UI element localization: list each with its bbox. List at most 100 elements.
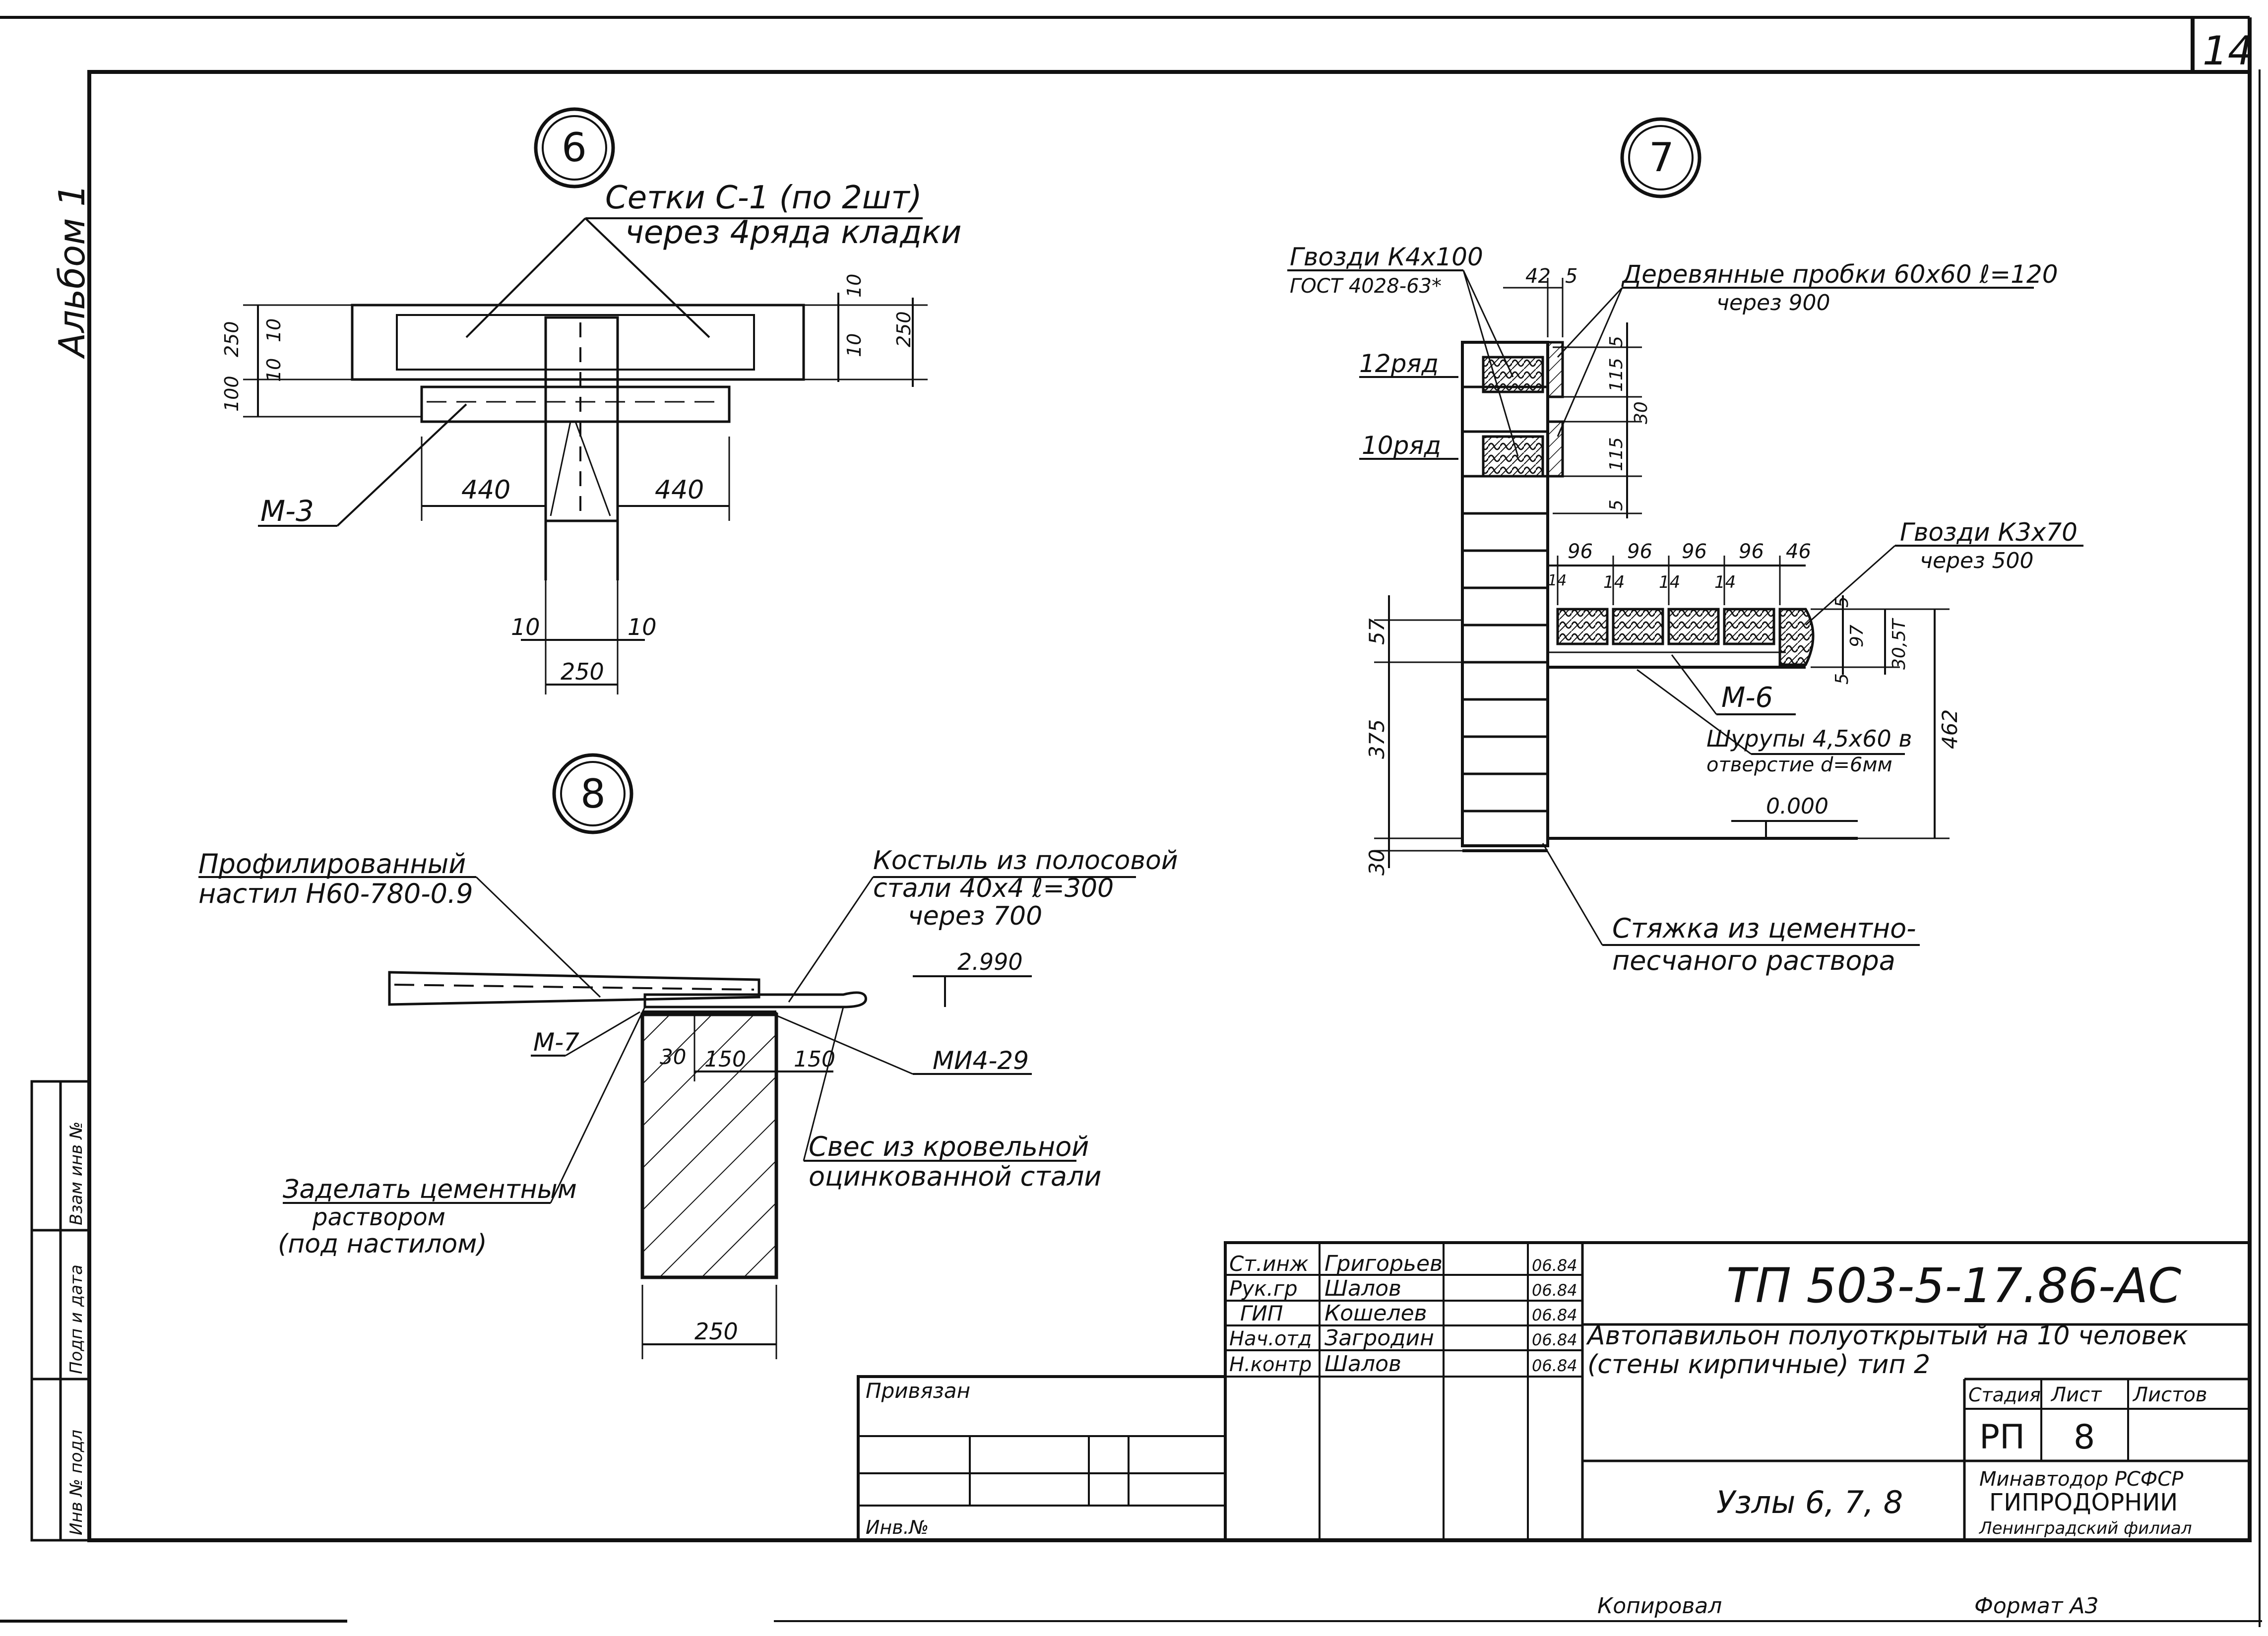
sheet-value: 8 bbox=[2074, 1418, 2095, 1457]
staff-date-2: 06.84 bbox=[1532, 1306, 1577, 1324]
title-block bbox=[857, 1241, 2251, 1542]
node-7-dim-96b: 96 bbox=[1627, 540, 1652, 563]
org-2: ГИПРОДОРНИИ bbox=[1989, 1489, 2178, 1516]
node-7-dim-96d: 96 bbox=[1739, 540, 1764, 563]
node-7-part: М-6 bbox=[1721, 682, 1773, 714]
staff-date-3: 06.84 bbox=[1532, 1330, 1577, 1349]
staff-role-3: Нач.отд bbox=[1229, 1327, 1312, 1350]
node-7-dim-14d: 14 bbox=[1714, 572, 1736, 592]
node-6-dim-250: 250 bbox=[561, 658, 604, 685]
node-6-dim-r10a: 10 bbox=[843, 274, 865, 298]
node-8-crutch-b: стали 40х4 ℓ=300 bbox=[873, 874, 1114, 903]
project-desc-1: Автопавильон полуоткрытый на 10 человек bbox=[1586, 1321, 2188, 1351]
node-6-dim-r10b: 10 bbox=[843, 333, 865, 357]
project-desc-2: (стены кирпичные) тип 2 bbox=[1587, 1350, 1930, 1380]
node-6-dim-440a: 440 bbox=[461, 475, 510, 505]
node-7-dim-42: 42 bbox=[1525, 265, 1551, 288]
node-8-crutch-c: через 700 bbox=[908, 901, 1042, 931]
node-7-dim-14c: 14 bbox=[1659, 572, 1680, 592]
node-7-dim-l57: 57 bbox=[1365, 618, 1389, 645]
node-8-crutch-a: Костыль из полосовой bbox=[873, 846, 1178, 876]
node-8-seal-a: Заделать цементным bbox=[283, 1175, 577, 1204]
staff-name-3: Загродин bbox=[1324, 1325, 1434, 1351]
staff-name-1: Шалов bbox=[1324, 1276, 1401, 1301]
stamp-row-2: Подп и дата bbox=[66, 1264, 86, 1374]
node-7-dim-v30: 30,5Т bbox=[1889, 618, 1909, 670]
node-7-screws-b: отверстие d=6мм bbox=[1706, 754, 1892, 776]
node-7-plugs-a: Деревянные пробки 60х60 ℓ=120 bbox=[1621, 260, 2058, 289]
node-7-dim-96c: 96 bbox=[1682, 540, 1707, 563]
node-6-part: М-3 bbox=[260, 494, 314, 528]
node-8-dim-250: 250 bbox=[694, 1318, 738, 1345]
node-6-dim-l250: 250 bbox=[221, 321, 243, 357]
node-7-dim-v5b: 5 bbox=[1832, 673, 1852, 685]
node-7-dim-l30: 30 bbox=[1365, 849, 1389, 876]
sheet-label: Лист bbox=[2050, 1384, 2102, 1406]
node-6-dim-440b: 440 bbox=[655, 475, 704, 505]
node-7-plugs-b: через 900 bbox=[1716, 290, 1830, 315]
node-7-dim-14a: 14 bbox=[1548, 572, 1567, 589]
node-7-dim-v97: 97 bbox=[1847, 625, 1867, 647]
node-6-dim-10a: 10 bbox=[511, 614, 540, 640]
node-6-mesh-label-1: Сетки С-1 (по 2шт) bbox=[605, 180, 922, 216]
node-7-screed-b: песчаного раствора bbox=[1612, 945, 1895, 976]
staff-role-1: Рук.гр bbox=[1229, 1276, 1298, 1301]
node-7-dim-5: 5 bbox=[1565, 265, 1577, 288]
node-7-level: 0.000 bbox=[1766, 794, 1828, 819]
staff-name-2: Кошелев bbox=[1324, 1301, 1427, 1326]
sheet-title: Узлы 6, 7, 8 bbox=[1716, 1484, 1903, 1520]
album-label: Альбом 1 bbox=[51, 184, 93, 359]
node-7-nails1-b: ГОСТ 4028-63* bbox=[1290, 275, 1442, 298]
node-7-marker-circle bbox=[1620, 117, 1701, 198]
node-8 bbox=[198, 753, 1136, 1359]
left-stamp bbox=[30, 1080, 91, 1542]
node-6-dim-l100: 100 bbox=[221, 376, 243, 412]
staff-date-0: 06.84 bbox=[1532, 1256, 1577, 1275]
sheet-frame bbox=[0, 16, 2262, 1627]
node-6-marker: 6 bbox=[562, 125, 587, 171]
stage-label: Стадия bbox=[1968, 1384, 2041, 1406]
node-6-dim-l10b: 10 bbox=[263, 358, 285, 382]
node-7-dim-v5a: 5 bbox=[1832, 596, 1852, 608]
node-8-seal-c: (под настилом) bbox=[278, 1229, 487, 1259]
inv-label: Инв.№ bbox=[866, 1516, 929, 1538]
stage-value: РП bbox=[1979, 1418, 2025, 1457]
node-7-dim-96a: 96 bbox=[1568, 540, 1593, 563]
node-7-screws-a: Шурупы 4,5х60 в bbox=[1706, 725, 1912, 752]
org-1: Минавтодор РСФСР bbox=[1979, 1468, 2184, 1491]
sheets-label: Листов bbox=[2132, 1384, 2207, 1406]
project-code: ТП 503-5-17.86-АС bbox=[1726, 1258, 2181, 1314]
node-7-dim-14b: 14 bbox=[1603, 572, 1625, 592]
node-8-eave-a: Свес из кровельной bbox=[809, 1131, 1089, 1162]
node-6 bbox=[243, 107, 928, 694]
node-7-row10: 10ряд bbox=[1362, 431, 1441, 460]
node-8-marker: 8 bbox=[580, 771, 606, 817]
node-8-level: 2.990 bbox=[957, 948, 1023, 975]
node-7-dim-s115a: 115 bbox=[1606, 358, 1627, 392]
staff-role-4: Н.контр bbox=[1229, 1353, 1312, 1376]
format-label: Формат А3 bbox=[1974, 1593, 2099, 1619]
node-7-dim-s5b: 5 bbox=[1606, 500, 1627, 511]
node-7-dim-l375: 375 bbox=[1365, 719, 1389, 759]
node-8-part-mi: МИ4-29 bbox=[933, 1046, 1029, 1075]
node-7-nails1-a: Гвозди К4х100 bbox=[1290, 243, 1483, 271]
stamp-row-1: Взам инв № bbox=[66, 1122, 86, 1225]
page-number: 14 bbox=[2203, 28, 2253, 74]
node-6-mesh-label-2: через 4ряда кладки bbox=[625, 214, 962, 251]
node-7-marker: 7 bbox=[1649, 134, 1674, 181]
staff-role-0: Ст.инж bbox=[1229, 1252, 1309, 1276]
node-6-marker-circle bbox=[534, 107, 615, 189]
node-8-deck-a: Профилированный bbox=[198, 848, 466, 880]
copied-by: Копировал bbox=[1597, 1593, 1722, 1619]
node-8-seal-b: раствором bbox=[312, 1203, 445, 1231]
node-6-dim-r250: 250 bbox=[893, 311, 915, 347]
node-7-nails2-a: Гвозди К3х70 bbox=[1900, 518, 2078, 547]
node-7 bbox=[1287, 117, 2083, 946]
node-7-dim-s115b: 115 bbox=[1606, 437, 1627, 471]
node-7-dim-v462: 462 bbox=[1938, 709, 1962, 749]
org-3: Ленинградский филиал bbox=[1978, 1518, 2192, 1538]
node-7-row12: 12ряд bbox=[1359, 349, 1439, 378]
staff-date-4: 06.84 bbox=[1532, 1356, 1577, 1375]
node-8-dim-30: 30 bbox=[660, 1045, 686, 1069]
